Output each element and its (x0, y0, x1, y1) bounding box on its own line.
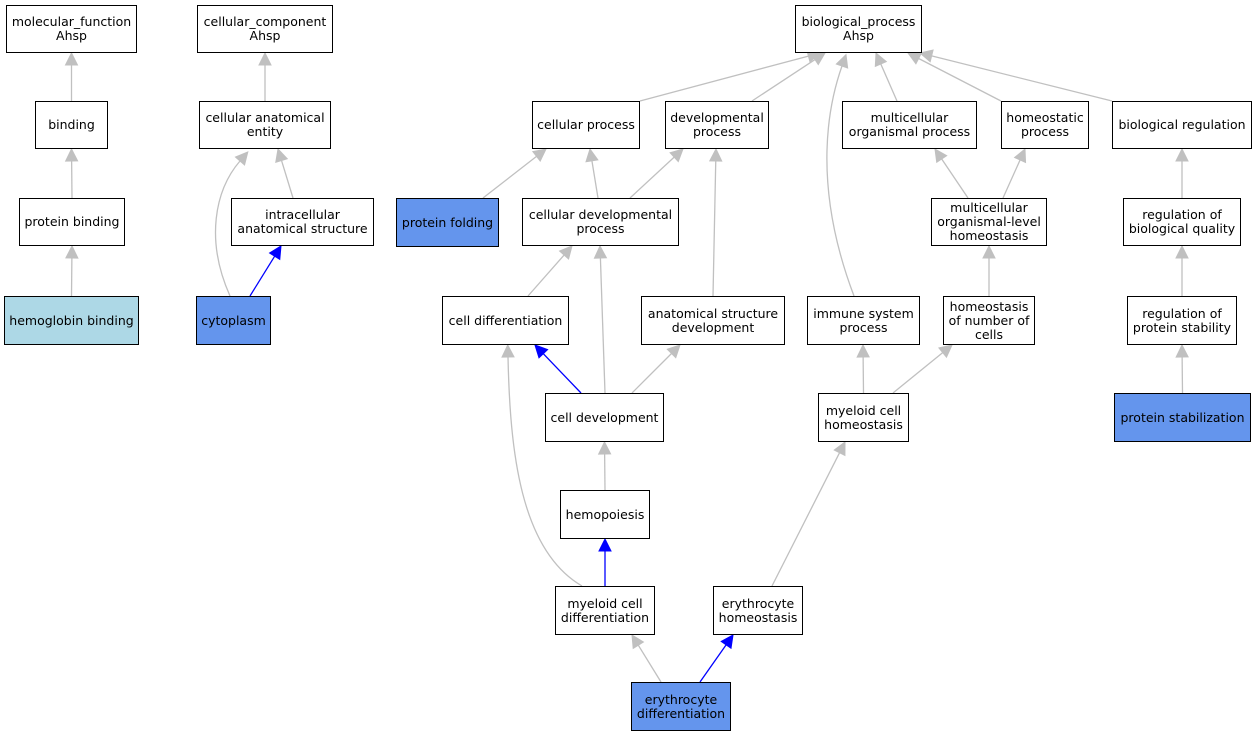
edge-cellular-developmental-process-to-cellular-process (585, 147, 599, 199)
node-cell-development[interactable]: cell development (545, 393, 664, 442)
edge-cytoplasm-to-cellular-anatomical-entity (214, 151, 249, 297)
node-biological-process-root[interactable]: biological_process Ahsp (795, 5, 922, 53)
edge-erythrocyte-differentiation-to-erythrocyte-homeostasis (699, 634, 734, 683)
edge-multicellular-organismal-process-to-bp-root (874, 51, 898, 102)
edge-binding-to-mf-root (64, 51, 79, 101)
edge-cellular-anatomical-entity-to-cc-root (258, 51, 272, 101)
edge-multicellular-organismal-level-homeostasis-to-multicellular-organismal-process (934, 148, 969, 199)
node-erythrocyte-differentiation[interactable]: erythrocyte differentiation (631, 682, 731, 731)
node-cellular-process[interactable]: cellular process (532, 101, 640, 149)
node-regulation-of-biological-quality[interactable]: regulation of biological quality (1123, 198, 1241, 246)
edge-biological-regulation-to-bp-root (918, 49, 1113, 102)
node-homeostasis-of-number-of-cells[interactable]: homeostasis of number of cells (943, 296, 1035, 345)
node-multicellular-organismal-process[interactable]: multicellular organismal process (842, 101, 977, 149)
edge-myeloid-cell-homeostasis-to-immune-system-process (856, 343, 870, 394)
node-cell-differentiation[interactable]: cell differentiation (442, 296, 569, 345)
node-myeloid-cell-homeostasis[interactable]: myeloid cell homeostasis (818, 393, 909, 442)
edge-immune-system-process-to-bp-root (826, 53, 855, 297)
node-protein-stabilization[interactable]: protein stabilization (1114, 393, 1251, 442)
node-homeostatic-process[interactable]: homeostatic process (1001, 101, 1089, 149)
edge-hemoglobin-binding-to-protein-binding (65, 244, 79, 297)
node-hemopoiesis[interactable]: hemopoiesis (560, 490, 650, 539)
edge-regulation-of-biological-quality-to-biological-regulation (1175, 147, 1189, 198)
node-protein-binding[interactable]: protein binding (19, 198, 125, 246)
node-molecular-function-root[interactable]: molecular_function Ahsp (6, 5, 137, 53)
edge-homeostasis-of-number-of-cells-to-multicellular-organismal-level-homeostasis (982, 244, 996, 296)
edge-cellular-developmental-process-to-developmental-process (629, 148, 684, 199)
edge-protein-binding-to-binding (64, 147, 79, 199)
node-immune-system-process[interactable]: immune system process (807, 296, 920, 345)
node-biological-regulation[interactable]: biological regulation (1112, 101, 1252, 149)
node-cytoplasm[interactable]: cytoplasm (196, 296, 271, 345)
node-intracellular-anatomical-structure[interactable]: intracellular anatomical structure (231, 198, 374, 246)
node-anatomical-structure-development[interactable]: anatomical structure development (641, 296, 785, 345)
edge-intracellular-anatomical-structure-to-cellular-anatomical-entity (275, 147, 294, 199)
edge-hemopoiesis-to-cell-development (597, 440, 612, 491)
edge-erythrocyte-differentiation-to-myeloid-cell-differentiation (631, 634, 662, 683)
edge-developmental-process-to-bp-root (751, 52, 826, 102)
node-cellular-anatomical-entity[interactable]: cellular anatomical entity (199, 101, 331, 149)
node-erythrocyte-homeostasis[interactable]: erythrocyte homeostasis (713, 586, 803, 635)
node-myeloid-cell-differentiation[interactable]: myeloid cell differentiation (555, 586, 655, 635)
edge-anatomical-structure-development-to-developmental-process (708, 147, 723, 297)
node-multicellular-organismal-level-homeostasis[interactable]: multicellular organismal-level homeostas… (931, 198, 1047, 246)
edge-cellular-process-to-bp-root (639, 49, 822, 102)
node-regulation-of-protein-stability[interactable]: regulation of protein stability (1127, 296, 1237, 345)
node-binding[interactable]: binding (35, 101, 108, 149)
edge-cytoplasm-to-intracellular-anatomical-structure (249, 245, 282, 297)
edge-cell-development-to-anatomical-structure-development (631, 344, 681, 394)
edge-regulation-of-protein-stability-to-regulation-of-biological-quality (1175, 244, 1189, 296)
node-protein-folding[interactable]: protein folding (396, 198, 499, 247)
edge-multicellular-organismal-level-homeostasis-to-homeostatic-process (1002, 147, 1027, 199)
edge-myeloid-cell-homeostasis-to-homeostasis-of-number-of-cells (892, 344, 953, 394)
node-cellular-developmental-process[interactable]: cellular developmental process (522, 198, 679, 246)
edge-myeloid-cell-differentiation-to-hemopoiesis (598, 537, 612, 586)
edge-cell-differentiation-to-cellular-developmental-process (527, 245, 573, 297)
node-cellular-component-root[interactable]: cellular_component Ahsp (197, 5, 333, 53)
node-developmental-process[interactable]: developmental process (665, 101, 769, 149)
edge-myeloid-cell-differentiation-to-cell-differentiation (501, 343, 583, 587)
edge-erythrocyte-homeostasis-to-myeloid-cell-homeostasis (771, 441, 846, 587)
edge-protein-stabilization-to-regulation-of-protein-stability (1175, 343, 1189, 394)
edge-cell-development-to-cellular-developmental-process (593, 244, 608, 394)
node-hemoglobin-binding[interactable]: hemoglobin binding (4, 296, 139, 345)
edge-cell-development-to-cell-differentiation (534, 344, 582, 394)
edge-homeostatic-process-to-bp-root (907, 52, 1002, 102)
edge-protein-folding-to-cellular-process (482, 148, 547, 199)
